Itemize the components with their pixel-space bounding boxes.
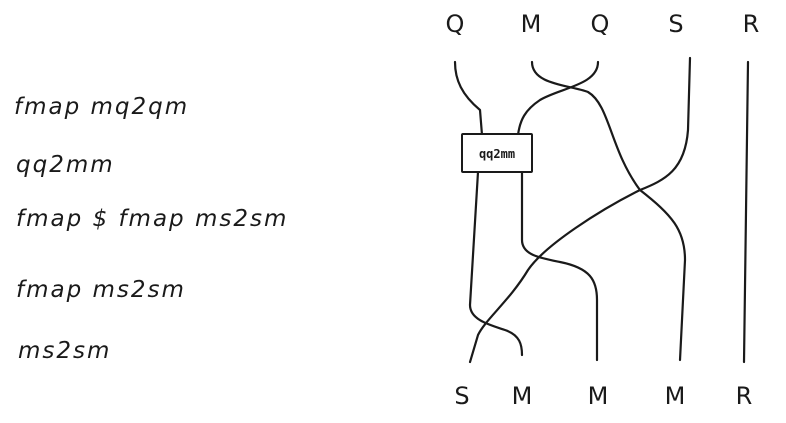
wire-m-top — [530, 60, 687, 362]
wire-s — [468, 56, 692, 364]
wire-box-out-left — [468, 170, 524, 357]
bottom-label-1: S — [454, 382, 469, 410]
wire-r — [742, 60, 750, 364]
bottom-label-3: M — [588, 382, 609, 410]
bottom-label-2: M — [512, 382, 533, 410]
qq2mm-box-label: qq2mm — [479, 147, 515, 161]
bottom-labels: S M M M R — [454, 382, 752, 410]
wire-q-left-in — [453, 60, 484, 137]
wires — [453, 56, 750, 364]
top-label-3: Q — [591, 10, 610, 38]
top-labels: Q M Q S R — [446, 10, 760, 38]
bottom-label-4: M — [665, 382, 686, 410]
wire-q-mid-in — [516, 60, 600, 137]
step-list: fmap mq2qm qq2mm fmap $ fmap ms2sm fmap … — [14, 94, 288, 364]
qq2mm-box-frame — [461, 133, 533, 173]
qq2mm-box: qq2mm — [461, 133, 533, 173]
step-5-text: ms2sm — [18, 338, 111, 364]
top-label-5: R — [743, 10, 760, 38]
step-1-text: fmap mq2qm — [14, 94, 189, 120]
top-label-4: S — [668, 10, 683, 38]
bottom-label-5: R — [736, 382, 753, 410]
step-3-text: fmap $ fmap ms2sm — [16, 206, 288, 232]
step-4-text: fmap ms2sm — [16, 277, 186, 303]
wire-box-out-right — [520, 170, 599, 362]
top-label-1: Q — [446, 10, 465, 38]
step-2-text: qq2mm — [16, 152, 115, 178]
top-label-2: M — [521, 10, 542, 38]
